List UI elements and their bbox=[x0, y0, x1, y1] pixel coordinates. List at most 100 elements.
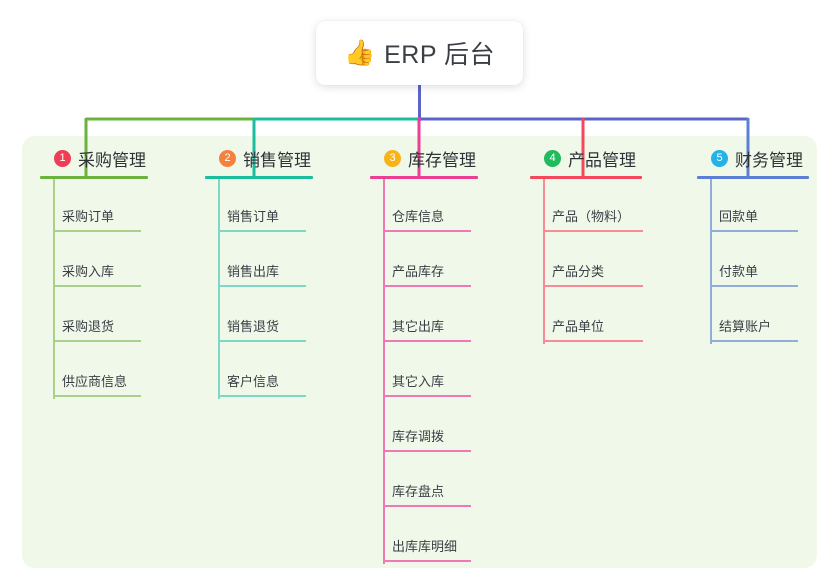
leaf-underline bbox=[543, 230, 643, 232]
branch-badge-5: 5 bbox=[711, 150, 728, 167]
leaf-label: 产品库存 bbox=[392, 264, 445, 279]
leaf-node[interactable]: 销售出库 bbox=[205, 234, 313, 289]
leaf-label: 库存盘点 bbox=[392, 484, 445, 499]
leaf-node[interactable]: 采购入库 bbox=[40, 234, 148, 289]
branch-rule-1 bbox=[40, 176, 148, 179]
branch-title-5: 财务管理 bbox=[735, 151, 803, 170]
leaf-underline bbox=[383, 230, 471, 232]
leaf-underline bbox=[543, 340, 643, 342]
leaf-node[interactable]: 结算账户 bbox=[697, 289, 809, 344]
leaf-underline bbox=[383, 285, 471, 287]
leaf-node[interactable]: 产品单位 bbox=[530, 289, 643, 344]
root-node-erp-backend[interactable]: 👍 ERP 后台 bbox=[316, 21, 523, 85]
leaf-underline bbox=[218, 285, 306, 287]
leaf-underline bbox=[218, 395, 306, 397]
leaf-underline bbox=[218, 340, 306, 342]
branch-badge-3: 3 bbox=[384, 150, 401, 167]
leaf-underline bbox=[383, 505, 471, 507]
leaf-node[interactable]: 销售退货 bbox=[205, 289, 313, 344]
branch-title-3: 库存管理 bbox=[408, 151, 476, 170]
branch-header-1[interactable]: 1 采购管理 bbox=[40, 146, 148, 171]
branch-column-4: 4 产品管理产品（物料） 产品分类产品单位 bbox=[530, 146, 643, 344]
leaf-node[interactable]: 库存调拨 bbox=[370, 399, 478, 454]
leaf-underline bbox=[218, 230, 306, 232]
leaf-label: 采购订单 bbox=[62, 209, 115, 224]
leaf-node[interactable]: 供应商信息 bbox=[40, 344, 148, 399]
branch-header-3[interactable]: 3 库存管理 bbox=[370, 146, 478, 171]
branch-items-3: 仓库信息产品库存其它出库其它入库库存调拨库存盘点出库库明细 bbox=[370, 179, 478, 564]
branch-rule-4 bbox=[530, 176, 642, 179]
branch-column-1: 1 采购管理采购订单采购入库采购退货供应商信息 bbox=[40, 146, 148, 399]
leaf-underline bbox=[710, 285, 798, 287]
branch-items-2: 销售订单销售出库销售退货客户信息 bbox=[205, 179, 313, 399]
leaf-label: 采购退货 bbox=[62, 319, 115, 334]
leaf-label: 客户信息 bbox=[227, 374, 280, 389]
leaf-node[interactable]: 客户信息 bbox=[205, 344, 313, 399]
leaf-underline bbox=[383, 395, 471, 397]
branch-spine-4 bbox=[543, 179, 545, 344]
diagram-panel-background bbox=[22, 136, 817, 568]
leaf-label: 库存调拨 bbox=[392, 429, 445, 444]
branch-column-2: 2 销售管理销售订单销售出库销售退货客户信息 bbox=[205, 146, 313, 399]
leaf-underline bbox=[53, 340, 141, 342]
leaf-underline bbox=[383, 340, 471, 342]
root-node-label: ERP 后台 bbox=[384, 41, 496, 69]
branch-header-4[interactable]: 4 产品管理 bbox=[530, 146, 642, 171]
leaf-label: 采购入库 bbox=[62, 264, 115, 279]
leaf-node[interactable]: 产品库存 bbox=[370, 234, 478, 289]
branch-badge-4: 4 bbox=[544, 150, 561, 167]
branch-header-5[interactable]: 5 财务管理 bbox=[697, 146, 809, 171]
branch-spine-2 bbox=[218, 179, 220, 399]
leaf-label: 其它入库 bbox=[392, 374, 445, 389]
branch-rule-5 bbox=[697, 176, 809, 179]
leaf-label: 其它出库 bbox=[392, 319, 445, 334]
branch-items-5: 回款单付款单结算账户 bbox=[697, 179, 809, 344]
branch-rule-3 bbox=[370, 176, 478, 179]
leaf-node[interactable]: 销售订单 bbox=[205, 179, 313, 234]
leaf-node[interactable]: 其它出库 bbox=[370, 289, 478, 344]
leaf-node[interactable]: 产品（物料） bbox=[530, 179, 643, 234]
leaf-underline bbox=[53, 285, 141, 287]
branch-spine-5 bbox=[710, 179, 712, 344]
leaf-node[interactable]: 回款单 bbox=[697, 179, 809, 234]
branch-title-1: 采购管理 bbox=[78, 151, 146, 170]
leaf-label: 回款单 bbox=[719, 209, 759, 224]
leaf-label: 产品单位 bbox=[552, 319, 605, 334]
branch-badge-2: 2 bbox=[219, 150, 236, 167]
leaf-node[interactable]: 出库库明细 bbox=[370, 509, 478, 564]
leaf-label: 付款单 bbox=[719, 264, 759, 279]
leaf-node[interactable]: 其它入库 bbox=[370, 344, 478, 399]
leaf-label: 产品分类 bbox=[552, 264, 605, 279]
leaf-label: 结算账户 bbox=[719, 319, 772, 334]
leaf-node[interactable]: 采购退货 bbox=[40, 289, 148, 344]
branch-title-2: 销售管理 bbox=[243, 151, 311, 170]
leaf-underline bbox=[543, 285, 643, 287]
leaf-node[interactable]: 库存盘点 bbox=[370, 454, 478, 509]
leaf-label: 仓库信息 bbox=[392, 209, 445, 224]
branch-column-5: 5 财务管理回款单付款单结算账户 bbox=[697, 146, 809, 344]
leaf-label: 销售出库 bbox=[227, 264, 280, 279]
leaf-underline bbox=[710, 340, 798, 342]
branch-title-4: 产品管理 bbox=[568, 151, 636, 170]
thumbs-up-icon: 👍 bbox=[343, 38, 376, 67]
leaf-node[interactable]: 付款单 bbox=[697, 234, 809, 289]
leaf-label: 出库库明细 bbox=[392, 539, 458, 554]
branch-header-2[interactable]: 2 销售管理 bbox=[205, 146, 313, 171]
leaf-label: 供应商信息 bbox=[62, 374, 128, 389]
leaf-node[interactable]: 采购订单 bbox=[40, 179, 148, 234]
branch-column-3: 3 库存管理仓库信息产品库存其它出库其它入库库存调拨库存盘点出库库明细 bbox=[370, 146, 478, 564]
leaf-node[interactable]: 产品分类 bbox=[530, 234, 643, 289]
leaf-node[interactable]: 仓库信息 bbox=[370, 179, 478, 234]
leaf-label: 销售订单 bbox=[227, 209, 280, 224]
branch-items-1: 采购订单采购入库采购退货供应商信息 bbox=[40, 179, 148, 399]
branch-spine-3 bbox=[383, 179, 385, 564]
leaf-label: 销售退货 bbox=[227, 319, 280, 334]
leaf-underline bbox=[53, 230, 141, 232]
leaf-underline bbox=[383, 560, 471, 562]
branch-spine-1 bbox=[53, 179, 55, 399]
leaf-label: 产品（物料） bbox=[552, 209, 631, 224]
leaf-underline bbox=[710, 230, 798, 232]
branch-badge-1: 1 bbox=[54, 150, 71, 167]
